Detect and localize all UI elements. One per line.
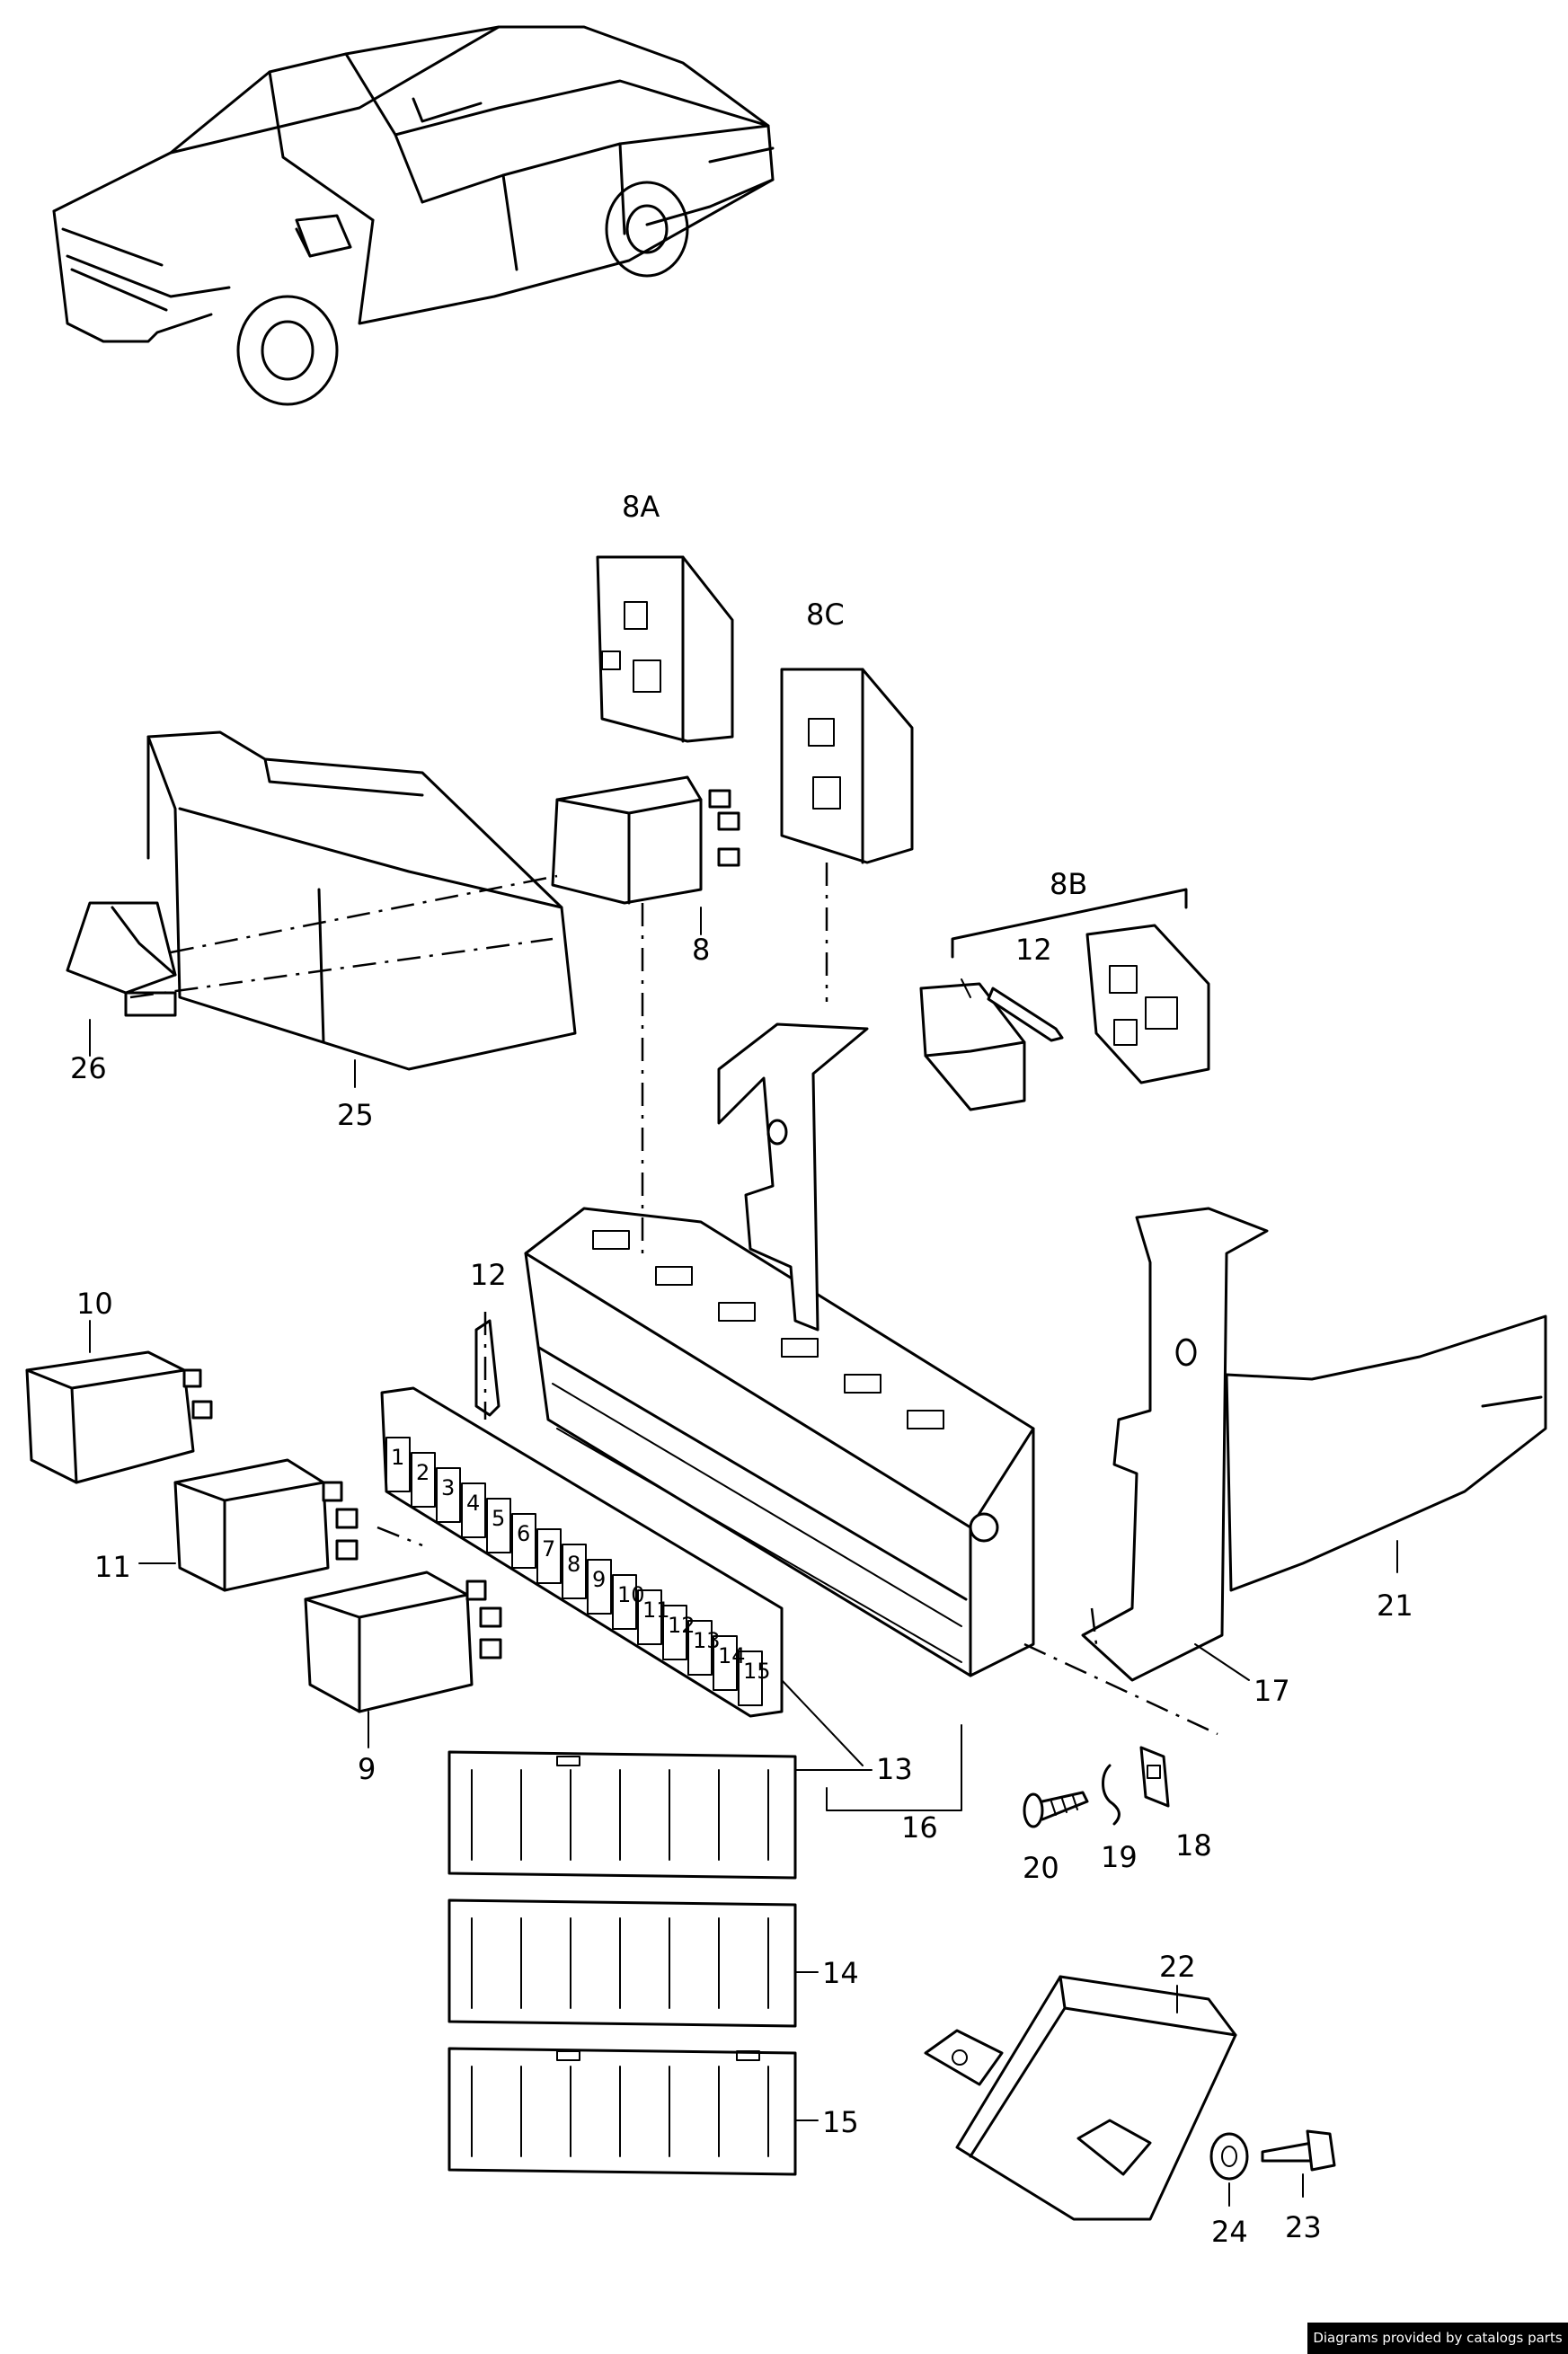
fuse-slot-number: 2: [416, 1460, 430, 1485]
label-25: 25: [337, 1098, 374, 1132]
nut-18: [1139, 1746, 1170, 1808]
assembly-lines: [129, 863, 1218, 1736]
label-16: 16: [901, 1810, 938, 1845]
fuse-slot: [687, 1620, 713, 1676]
fuse-slot: [713, 1635, 738, 1691]
label-8: 8: [692, 933, 710, 967]
fuse-slot-number: 14: [718, 1643, 746, 1668]
control-unit-22: [924, 1975, 1237, 2221]
label-10: 10: [76, 1287, 113, 1321]
fuse-slot-number: 4: [466, 1491, 480, 1516]
leader-lines: [89, 907, 1398, 2207]
screw-20: [1023, 1791, 1089, 1828]
label-8C: 8C: [806, 597, 845, 632]
relay-9: [304, 1571, 502, 1713]
fuse-slot: [436, 1467, 461, 1523]
fuse-slot-number: 5: [492, 1506, 505, 1531]
relay-10: [25, 1350, 213, 1484]
fuse-slot-number: 8: [567, 1552, 580, 1577]
label-24: 24: [1211, 2215, 1248, 2249]
label-26: 26: [70, 1051, 107, 1085]
washer-24: [1209, 2132, 1249, 2181]
fuse-slot: [461, 1482, 486, 1538]
fuse-slot-number: 13: [693, 1628, 721, 1653]
clip-19: [1102, 1764, 1121, 1826]
fuse-slot-number: 1: [391, 1445, 404, 1470]
label-12-upper: 12: [1015, 933, 1052, 967]
label-14: 14: [822, 1956, 859, 1990]
fuse-slot-number: 7: [542, 1536, 555, 1562]
credit-footer: Diagrams provided by catalogs parts: [1307, 2323, 1568, 2354]
fuse-cover-15: [447, 2047, 797, 2176]
fuse-slot: [486, 1498, 511, 1553]
fuse-slot: [536, 1528, 562, 1584]
fuse-slot: [385, 1437, 411, 1492]
fuse-cover-13: [447, 1750, 797, 1880]
label-18: 18: [1175, 1828, 1212, 1863]
label-15: 15: [822, 2105, 859, 2139]
label-19: 19: [1101, 1840, 1138, 1874]
mounting-bracket-17: [1081, 1207, 1269, 1682]
label-22: 22: [1159, 1950, 1196, 1984]
fuse-cap-8B: [919, 982, 1026, 1111]
fuse-slot: [587, 1559, 612, 1615]
fuse-slot-number: 12: [668, 1613, 695, 1638]
fuse-slot: [511, 1513, 536, 1569]
fuse-slot-number: 6: [517, 1521, 530, 1546]
panel-21: [1225, 1314, 1547, 1592]
relay-8: [551, 775, 740, 905]
label-17: 17: [1254, 1674, 1290, 1708]
fuse-slot: [612, 1574, 637, 1630]
bolt-23: [1261, 2129, 1336, 2172]
mounting-bracket-left: [717, 1022, 869, 1332]
fuse-slot: [411, 1452, 436, 1508]
relay-socket-8A: [596, 555, 734, 743]
part-labels: 8A 8C 8B 12 8 26 25 12 10 11 9 13 16 14 …: [70, 490, 1413, 2249]
label-13: 13: [876, 1752, 913, 1786]
plate-fuse-row: [552, 1383, 962, 1663]
label-9: 9: [358, 1752, 376, 1786]
fuse-slot: [562, 1544, 587, 1599]
relay-socket-8C: [780, 668, 914, 864]
vehicle-illustration: [52, 25, 775, 406]
bracket-8B: [951, 888, 1188, 959]
label-23: 23: [1285, 2210, 1322, 2244]
fuse-cover-14: [447, 1898, 797, 2028]
fuse-slot-number: 11: [642, 1597, 670, 1623]
fuse-holder-8B: [1085, 924, 1210, 1084]
fuse-slot-number: 15: [743, 1659, 771, 1684]
fuse-12-lower: [474, 1319, 501, 1417]
fuse-slot-number: 9: [592, 1567, 606, 1592]
plate-socket-row: [592, 1230, 944, 1429]
label-20: 20: [1023, 1851, 1059, 1885]
label-8A: 8A: [622, 490, 660, 524]
fuse-slot: [637, 1589, 662, 1645]
label-8B: 8B: [1050, 867, 1087, 901]
fuse-slot-number: 3: [441, 1475, 455, 1500]
fuse-12-upper: [987, 987, 1064, 1042]
fuse-slot: [662, 1605, 687, 1660]
bracket-26: [66, 901, 177, 1017]
relay-cover-25: [146, 730, 577, 1071]
relay-plate-16: [524, 1207, 1035, 1677]
fuse-slot-number: 10: [617, 1582, 645, 1607]
label-21: 21: [1377, 1589, 1413, 1623]
fuse-slot: [738, 1650, 763, 1706]
label-12-lower: 12: [470, 1258, 507, 1292]
label-11: 11: [94, 1550, 131, 1584]
relay-11: [173, 1458, 359, 1592]
